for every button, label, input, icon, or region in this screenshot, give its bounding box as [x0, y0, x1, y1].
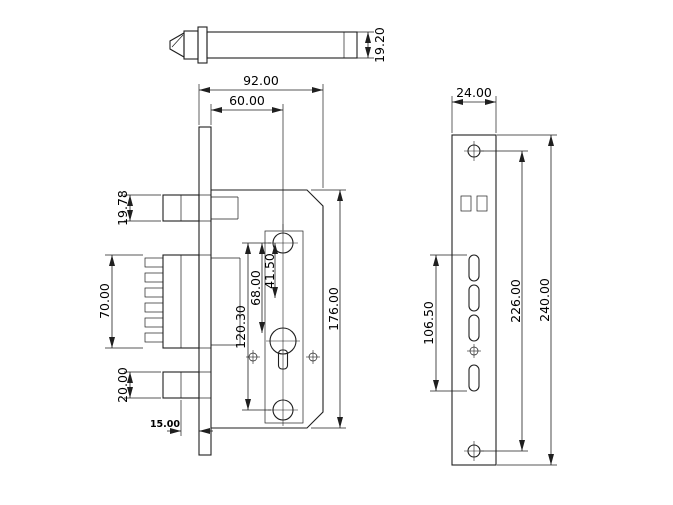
faceplate-edge [198, 126, 212, 456]
dim-aux-bolt-height: 20.00 [115, 367, 130, 403]
dim-case-depth: 92.00 [243, 73, 279, 88]
dim-screw-span: 226.00 [508, 279, 523, 323]
latch-opening-right [476, 195, 488, 212]
bolt-slot-4 [468, 364, 480, 392]
dim-bolt-throw: 15.00 [150, 419, 180, 430]
cylinder-slot [277, 349, 289, 370]
dim-backset: 60.00 [229, 93, 265, 108]
dim-hole-span-mid: 41.50 [262, 253, 277, 289]
dim-faceplate-height: 240.00 [537, 278, 552, 322]
top-view: 19.20 [169, 26, 387, 64]
dim-slot-span: 106.50 [421, 301, 436, 345]
dim-hole-span-total: 120.30 [233, 305, 248, 349]
dim-latch-height: 19.78 [115, 190, 130, 226]
dim-faceplate-width: 24.00 [456, 85, 492, 100]
faceplate-section [197, 26, 208, 64]
latch-opening-left [460, 195, 472, 212]
mechanism-plate [264, 230, 304, 424]
case-section [206, 31, 358, 59]
latch-neck [183, 30, 199, 60]
dim-case-thickness: 19.20 [372, 27, 387, 63]
lock-case-outline [211, 189, 324, 429]
bolt-slot-1 [468, 254, 480, 282]
bolt-slot-3 [468, 314, 480, 342]
faceplate-outline [451, 134, 497, 466]
front-view: 92.00 60.00 176.00 19.78 70.00 20.00 15.… [97, 73, 346, 456]
dim-hole-span-cylinder: 68.00 [248, 270, 263, 306]
side-view: 24.00 106.50 226.00 240.00 [421, 85, 557, 466]
dim-deadbolt-height: 70.00 [97, 283, 112, 319]
dim-case-height: 176.00 [326, 287, 341, 331]
bolt-slot-2 [468, 284, 480, 312]
